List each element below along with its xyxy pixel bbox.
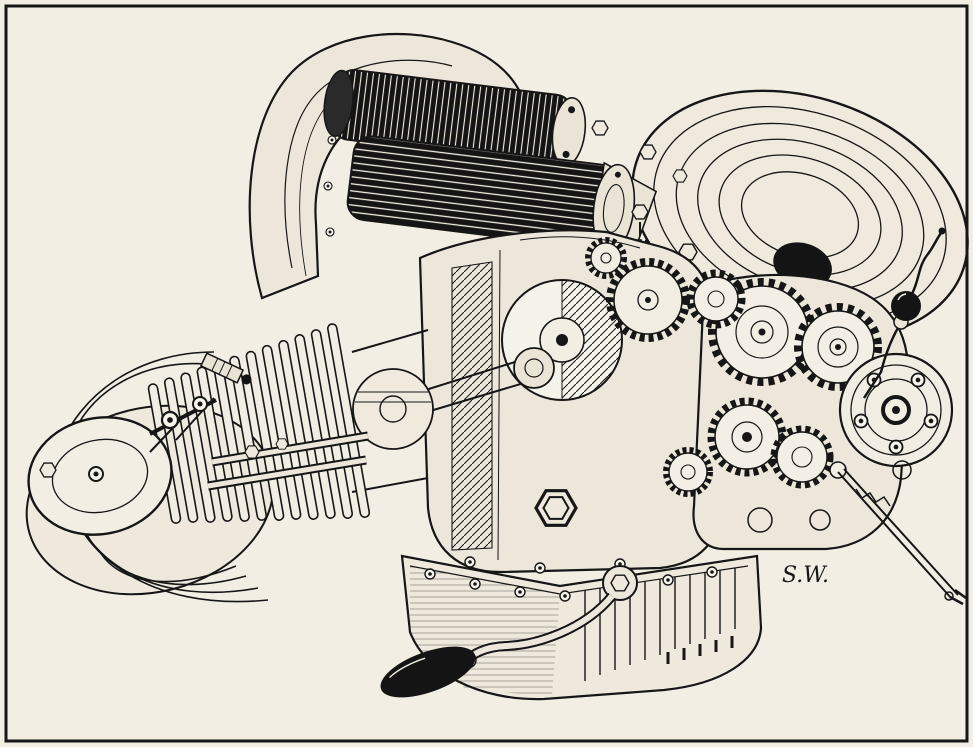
piston — [352, 368, 434, 450]
pushrod-tubes — [207, 431, 369, 491]
camshaft-gear — [606, 258, 690, 342]
section-hatch — [451, 261, 493, 551]
crankcase — [352, 204, 728, 574]
left-valve-cover — [27, 416, 173, 536]
spark-plug — [199, 352, 252, 385]
kickstart-lever — [380, 565, 638, 698]
pan-edge-teeth — [666, 636, 734, 664]
idler-gear — [585, 237, 627, 279]
left-cylinder-fins — [147, 323, 371, 524]
gear-cluster — [663, 269, 882, 497]
artist-signature: S.W. — [782, 563, 829, 588]
oil-dipstick — [862, 227, 946, 399]
kickstart-grip — [380, 646, 476, 698]
left-cylinder — [25, 323, 429, 603]
clutch-rod — [829, 461, 967, 606]
output-flange — [838, 352, 954, 468]
plate-border — [4, 4, 969, 743]
rocker-gear — [149, 396, 217, 453]
